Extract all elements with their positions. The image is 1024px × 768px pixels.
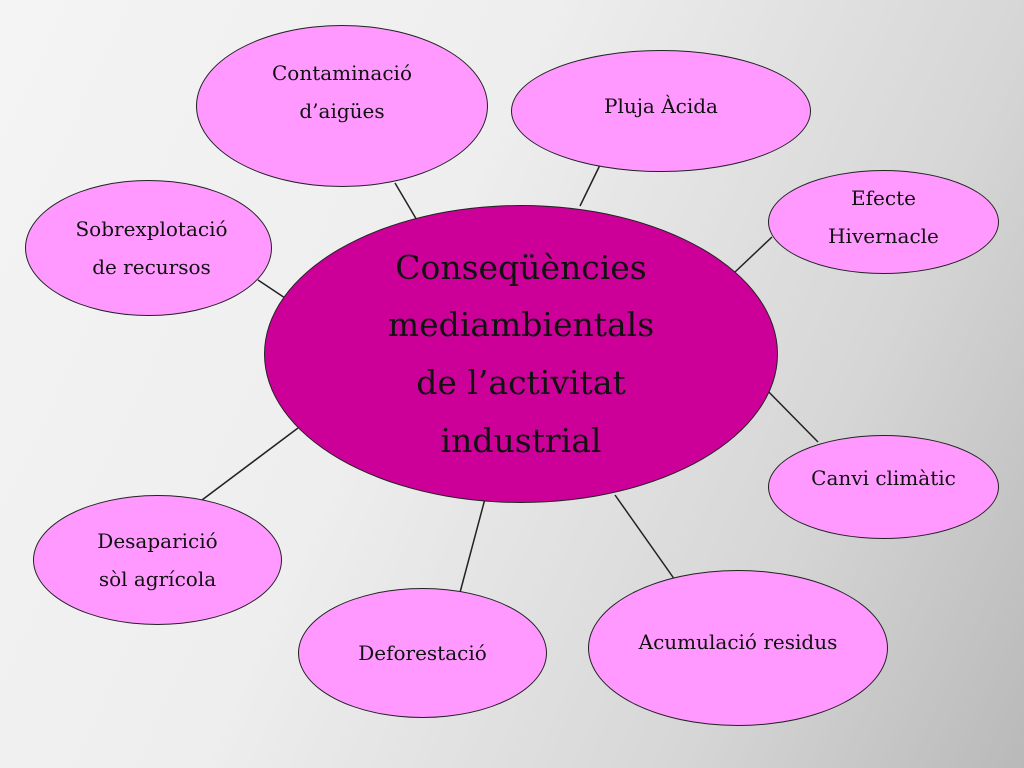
central-topic: Conseqüències mediambientals de l’activi… <box>264 205 778 503</box>
connector-efecte <box>734 236 773 273</box>
node-canvi: Canvi climàtic <box>768 435 999 539</box>
connector-contaminacio <box>394 182 419 223</box>
node-canvi-label: Canvi climàtic <box>811 466 956 490</box>
node-efecte-label: Efecte Hivernacle <box>828 186 939 248</box>
connector-desaparicio <box>201 427 299 501</box>
node-contaminacio: Contaminació d’aigües <box>196 25 488 187</box>
node-acumulacio: Acumulació residus <box>588 570 888 726</box>
connector-sobrexplotacio <box>257 279 286 299</box>
node-pluja: Pluja Àcida <box>511 50 811 172</box>
node-sobrexplotacio: Sobrexplotació de recursos <box>25 180 272 316</box>
central-topic-label: Conseqüències mediambientals de l’activi… <box>387 247 655 460</box>
connector-canvi <box>759 382 819 443</box>
connector-deforestacio <box>457 494 487 601</box>
node-desaparicio: Desaparició sòl agrícola <box>33 495 282 625</box>
connector-pluja <box>579 164 601 207</box>
node-deforestacio: Deforestació <box>298 588 547 718</box>
node-desaparicio-label: Desaparició sòl agrícola <box>97 529 218 591</box>
connector-acumulacio <box>614 494 676 581</box>
node-deforestacio-label: Deforestació <box>358 641 487 665</box>
node-sobrexplotacio-label: Sobrexplotació de recursos <box>75 217 228 279</box>
node-efecte: Efecte Hivernacle <box>768 170 999 274</box>
node-pluja-label: Pluja Àcida <box>604 94 718 118</box>
node-contaminacio-label: Contaminació d’aigües <box>272 61 412 123</box>
node-acumulacio-label: Acumulació residus <box>638 630 838 654</box>
